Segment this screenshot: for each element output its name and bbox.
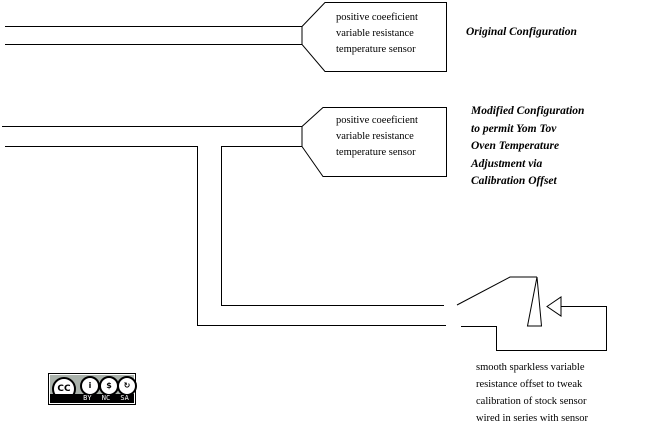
modified-wires	[2, 126, 446, 326]
modified-sensor-box	[301, 107, 447, 177]
title-line: Calibration Offset	[471, 175, 557, 187]
nc-icon: $	[99, 376, 119, 396]
title-line: Oven Temperature	[471, 140, 560, 152]
note-line: wired in series with sensor	[476, 413, 588, 424]
cc-license-badge[interactable]: CC i $ ↻ BY NC SA	[48, 373, 137, 405]
note-line: resistance offset to tweak	[476, 379, 583, 390]
label-line: positive coeeficient	[336, 115, 418, 126]
original-sensor-box	[301, 2, 447, 72]
label-line: positive coeeficient	[336, 12, 418, 23]
term-nc: NC	[101, 394, 111, 402]
title-line: Adjustment via	[471, 157, 543, 170]
term-by: BY	[83, 394, 92, 402]
original-sensor-label: positive coeeficient variable resistance…	[336, 10, 418, 58]
license-terms: BY NC SA	[50, 394, 134, 403]
label-line: variable resistance	[336, 28, 414, 39]
offset-note: smooth sparkless variable resistance off…	[476, 359, 588, 427]
original-title: Original Configuration	[466, 26, 577, 38]
label-line: temperature sensor	[336, 44, 416, 55]
term-sa: SA	[120, 394, 129, 402]
original-wires	[5, 26, 302, 45]
modified-sensor-label: positive coeeficient variable resistance…	[336, 113, 418, 161]
title-line: to permit Yom Tov	[471, 122, 557, 135]
wiper-arrow	[546, 296, 562, 317]
sa-icon: ↻	[117, 376, 137, 396]
note-line: calibration of stock sensor	[476, 396, 587, 407]
title-line: Modified Configuration	[471, 105, 585, 117]
note-line: smooth sparkless variable	[476, 362, 585, 373]
label-line: temperature sensor	[336, 147, 416, 158]
by-icon: i	[80, 376, 100, 396]
variable-resistor	[456, 276, 607, 351]
modified-title: Modified Configuration to permit Yom Tov…	[471, 103, 584, 191]
label-line: variable resistance	[336, 131, 414, 142]
